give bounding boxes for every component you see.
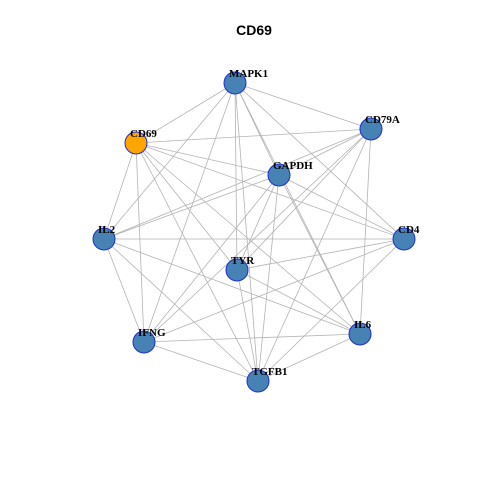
- node-label-cd4: CD4: [398, 224, 420, 236]
- edge-ifng-il6: [143, 333, 361, 343]
- node-label-mapk1: MAPK1: [229, 68, 268, 80]
- node-cd69: [124, 131, 148, 155]
- edge-mapk1-il2: [103, 82, 236, 240]
- edge-cd69-cd4: [135, 142, 405, 240]
- edge-il2-ifng: [103, 238, 145, 343]
- node-tyr: [225, 258, 249, 282]
- node-tgfb1: [246, 369, 270, 393]
- node-mapk1: [223, 71, 247, 95]
- edge-cd79a-tyr: [236, 128, 372, 271]
- edge-mapk1-tgfb1: [234, 82, 259, 382]
- edge-tyr-il6: [236, 269, 361, 335]
- edge-gapdh-ifng: [143, 174, 280, 343]
- edge-cd69-ifng: [135, 142, 145, 343]
- edge-mapk1-cd79a: [234, 82, 372, 130]
- node-label-tgfb1: TGFB1: [252, 366, 287, 378]
- edge-cd69-il2: [103, 142, 137, 240]
- edge-cd79a-il6: [359, 128, 372, 335]
- node-cd79a: [359, 117, 383, 141]
- node-label-il2: IL2: [98, 224, 116, 236]
- node-ifng: [132, 330, 156, 354]
- graph-title: CD69: [236, 22, 272, 38]
- edge-layer: [103, 82, 405, 382]
- edge-gapdh-tgfb1: [257, 174, 280, 382]
- edge-cd79a-gapdh: [278, 128, 372, 176]
- edge-cd69-tyr: [135, 142, 238, 271]
- edge-il6-tgfb1: [257, 333, 361, 382]
- node-label-gapdh: GAPDH: [273, 160, 313, 172]
- node-label-cd69: CD69: [130, 128, 157, 140]
- node-label-tyr: TYR: [231, 255, 255, 267]
- node-label-ifng: IFNG: [138, 327, 166, 339]
- edge-mapk1-il6: [234, 82, 361, 335]
- edge-cd69-gapdh: [135, 142, 280, 176]
- edge-gapdh-cd4: [278, 174, 405, 240]
- edge-cd4-tyr: [236, 238, 405, 271]
- edge-mapk1-ifng: [143, 82, 236, 343]
- edge-gapdh-il2: [103, 174, 280, 240]
- edge-cd79a-il2: [103, 128, 372, 240]
- edge-cd79a-tgfb1: [257, 128, 372, 382]
- node-layer: [92, 71, 416, 393]
- edge-tyr-tgfb1: [236, 269, 259, 382]
- node-gapdh: [267, 163, 291, 187]
- edge-cd69-tgfb1: [135, 142, 259, 382]
- edge-mapk1-cd69: [135, 82, 236, 144]
- edge-cd4-ifng: [143, 238, 405, 343]
- node-il2: [92, 227, 116, 251]
- edge-ifng-tgfb1: [143, 341, 259, 382]
- edge-il2-il6: [103, 238, 361, 335]
- edge-il2-tgfb1: [103, 238, 259, 382]
- edge-mapk1-cd4: [234, 82, 405, 240]
- edge-cd79a-cd69: [135, 128, 372, 144]
- edge-gapdh-tyr: [236, 174, 280, 271]
- edge-mapk1-tyr: [234, 82, 238, 271]
- edge-cd69-il6: [135, 142, 361, 335]
- edge-cd4-tgfb1: [257, 238, 405, 382]
- node-label-il6: IL6: [354, 319, 372, 331]
- edge-mapk1-gapdh: [234, 82, 280, 176]
- node-cd4: [392, 227, 416, 251]
- node-label-cd79a: CD79A: [365, 114, 400, 126]
- edge-cd79a-ifng: [143, 128, 372, 343]
- node-il6: [348, 322, 372, 346]
